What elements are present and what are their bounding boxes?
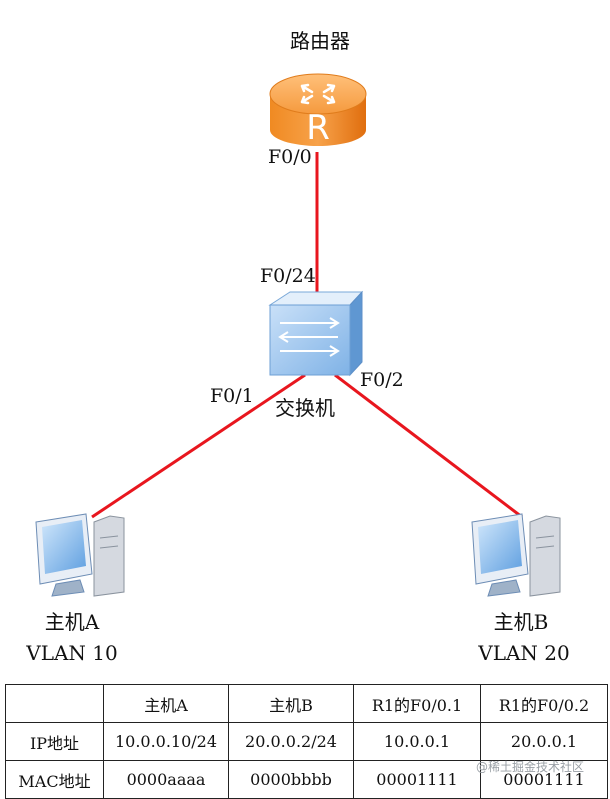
switch-port-a-label: F0/1 [210,385,254,407]
host-a-vlan-label: VLAN 10 [25,641,117,665]
switch-icon[interactable] [268,290,364,377]
host-b-vlan-label: VLAN 20 [477,641,569,665]
table-header-cell: R1的F0/0.1 [353,684,481,723]
switch-port-b-label: F0/2 [360,369,404,391]
table-header-cell: R1的F0/0.2 [480,684,608,723]
links [91,152,523,519]
host-b-label: 主机B [494,610,549,634]
svg-text:R: R [306,108,330,148]
switch-label: 交换机 [275,396,335,420]
link-switch-host-a [91,373,306,519]
host-b-pc-icon[interactable] [471,513,561,597]
table-cell: 20.0.0.1 [480,722,608,761]
network-topology-diagram: R 路由器 F0/0 F0/24 F0/1 F0/2 交换机 主机A VLAN … [25,29,569,665]
watermark: @稀土掘金技术社区 [476,760,585,774]
table-cell: 20.0.0.2/24 [228,722,354,761]
router-label: 路由器 [290,29,350,53]
table-cell: 10.0.0.1 [353,722,481,761]
table-cell: 10.0.0.10/24 [103,722,229,761]
table-header-cell: 主机B [228,684,354,723]
table-row-label: IP地址 [5,722,104,761]
host-a-pc-icon[interactable] [35,513,125,597]
router-icon[interactable]: R [269,73,367,148]
table-header-row: 主机A 主机B R1的F0/0.1 R1的F0/0.2 [5,684,608,723]
table-cell [5,684,104,723]
host-a-label: 主机A [45,610,100,634]
switch-uplink-port-label: F0/24 [260,265,316,287]
table-row: IP地址 10.0.0.10/24 20.0.0.2/24 10.0.0.1 2… [5,722,608,761]
link-switch-host-b [334,373,523,519]
table-header-cell: 主机A [103,684,229,723]
router-port-label: F0/0 [268,146,312,168]
address-table: 主机A 主机B R1的F0/0.1 R1的F0/0.2 IP地址 10.0.0.… [5,684,608,799]
